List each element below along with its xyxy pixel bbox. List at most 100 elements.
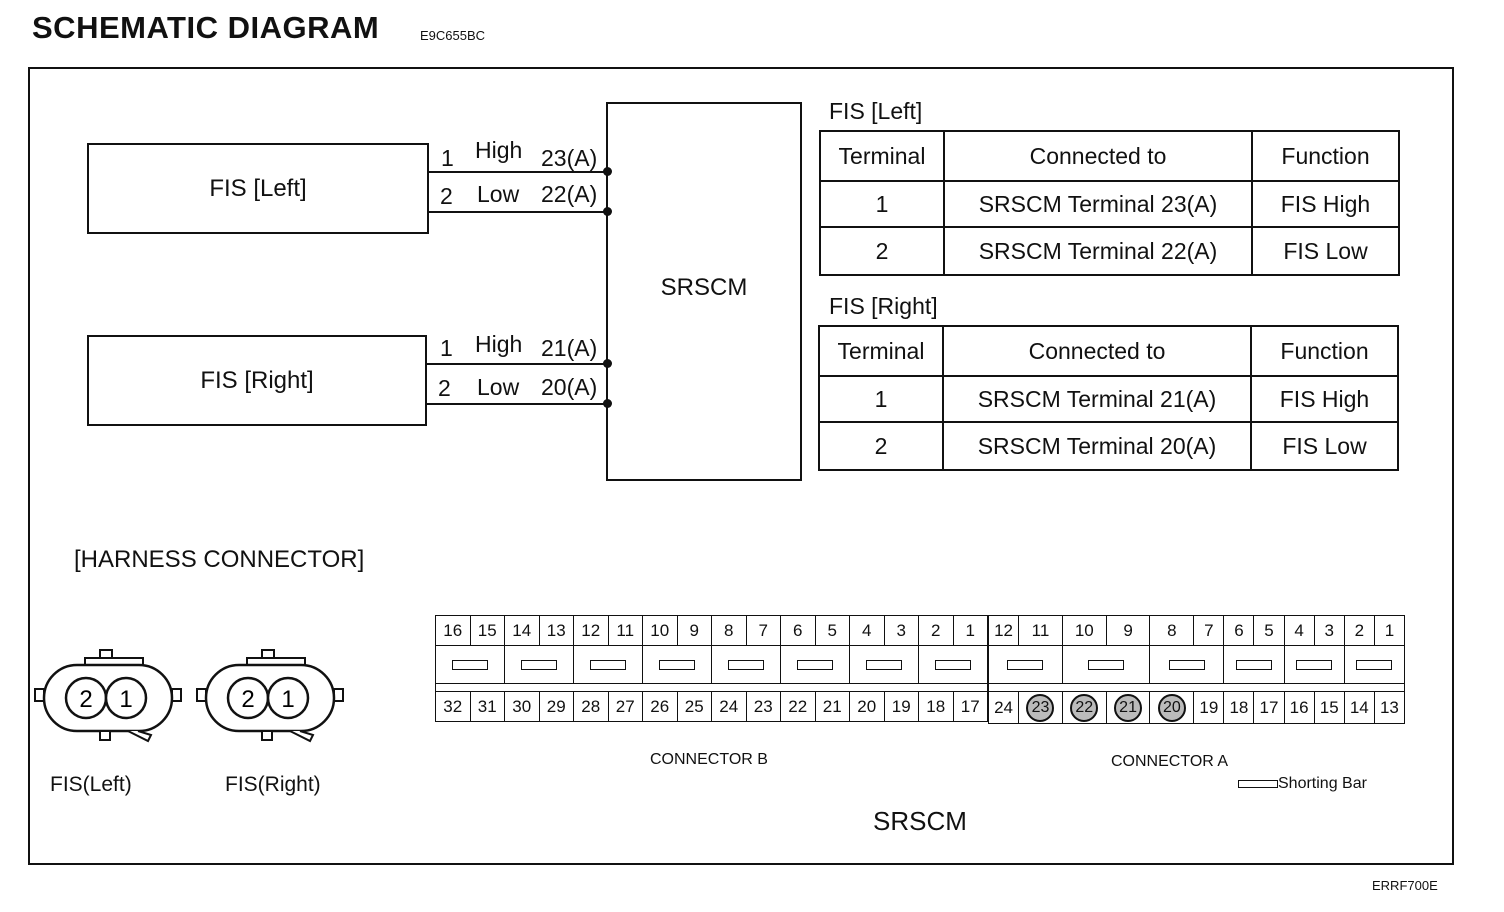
fis-right-pin-table: Terminal Connected to Function 1 SRSCM T… — [818, 325, 1399, 471]
table-cell: FIS Low — [1251, 226, 1400, 276]
pin-number: 8 — [1149, 615, 1195, 646]
fis-left-connector-icon: 2 1 — [34, 649, 182, 743]
pin-number: 3 — [883, 615, 919, 646]
table-row: 2 SRSCM Terminal 22(A) FIS Low — [819, 226, 1400, 276]
pin-number: 27 — [607, 691, 643, 722]
pin-number: 4 — [1283, 615, 1315, 646]
pin-number: 7 — [1193, 615, 1225, 646]
pin-number: 12 — [987, 615, 1020, 646]
pin-number: 17 — [1253, 691, 1285, 724]
pin-number: 13 — [538, 615, 574, 646]
pin-number: 30 — [504, 691, 540, 722]
column-header: Connected to — [942, 325, 1252, 377]
pin-number: 31 — [469, 691, 505, 722]
pin-number: 20 — [1149, 691, 1195, 724]
pin-number: 19 — [883, 691, 919, 722]
srscm-module-box: SRSCM — [606, 102, 802, 481]
harness-connector-title: [HARNESS CONNECTOR] — [74, 546, 365, 573]
pin-number: 23 — [745, 691, 781, 722]
shorting-bar-icon — [866, 660, 902, 671]
table-row: 1 SRSCM Terminal 23(A) FIS High — [819, 180, 1400, 228]
fis-left-box: FIS [Left] — [87, 143, 429, 234]
pin-number: 23 — [1018, 691, 1063, 724]
table-cell: SRSCM Terminal 23(A) — [943, 180, 1253, 228]
pin-number: 6 — [1223, 615, 1255, 646]
connector-a-label: CONNECTOR A — [1111, 753, 1229, 770]
shorting-bar-legend-text: Shorting Bar — [1278, 775, 1367, 792]
wire-left-high — [429, 171, 608, 173]
junction-dot — [603, 359, 612, 368]
pin-number: 8 — [711, 615, 747, 646]
pin-number: 2 — [918, 615, 954, 646]
diagram-frame — [28, 67, 1454, 865]
shorting-bar-icon — [1168, 660, 1205, 671]
pin-number: 20 — [849, 691, 885, 722]
table-cell: 2 — [819, 226, 945, 276]
shorting-bar-cell — [711, 645, 781, 684]
pin-number: 9 — [1105, 615, 1151, 646]
connector-pin-1: 1 — [281, 686, 294, 713]
table-row: 1 SRSCM Terminal 21(A) FIS High — [818, 375, 1399, 423]
connector-pin-2: 2 — [79, 686, 92, 713]
shorting-bar-icon — [1238, 779, 1278, 788]
table-cell: 1 — [818, 375, 944, 423]
pin-number: 25 — [676, 691, 712, 722]
page-title: SCHEMATIC DIAGRAM — [32, 10, 380, 45]
shorting-bar-icon — [1356, 660, 1393, 671]
table-cell: 1 — [819, 180, 945, 228]
fis-left-connector-label: FIS(Left) — [50, 773, 132, 796]
pin-number: 2 — [1343, 615, 1375, 646]
shorting-bar-cell — [504, 645, 574, 684]
pin-number: 24 — [987, 691, 1020, 724]
shorting-bar-cell — [780, 645, 850, 684]
pin-number: 18 — [918, 691, 954, 722]
pin-number: 10 — [1061, 615, 1107, 646]
column-header: Terminal — [818, 325, 944, 377]
pin-number: 17 — [952, 691, 988, 722]
highlighted-pin: 23 — [1026, 693, 1055, 722]
wire-terminal-label: 22(A) — [541, 181, 598, 207]
pin-number: 24 — [711, 691, 747, 722]
table-row: 2 SRSCM Terminal 20(A) FIS Low — [818, 421, 1399, 471]
srscm-module-label: SRSCM — [660, 273, 748, 301]
srscm-connector-label: SRSCM — [873, 806, 967, 836]
highlighted-pin: 22 — [1070, 693, 1099, 722]
shorting-bar-cell — [849, 645, 919, 684]
wire-pin-label: 2 — [440, 183, 453, 209]
pin-number: 13 — [1373, 691, 1406, 724]
shorting-bar-icon — [935, 660, 971, 671]
document-code: E9C655BC — [420, 28, 486, 43]
pin-number: 16 — [1283, 691, 1315, 724]
fis-right-connector-icon: 2 1 — [196, 649, 344, 743]
pin-number: 1 — [1373, 615, 1406, 646]
shorting-bar-cell — [1061, 645, 1151, 684]
shorting-bar-cell — [988, 645, 1063, 684]
connector-b-label: CONNECTOR B — [650, 751, 768, 768]
pin-number: 4 — [849, 615, 885, 646]
pin-number: 5 — [814, 615, 850, 646]
shorting-bar-cell — [1283, 645, 1345, 684]
shorting-bar-cell — [1149, 645, 1225, 684]
column-header: Terminal — [819, 130, 945, 182]
fis-right-table-title: FIS [Right] — [829, 293, 938, 319]
shorting-bar-cell — [1343, 645, 1406, 684]
shorting-bar-icon — [797, 660, 833, 671]
fis-right-connector-label: FIS(Right) — [225, 773, 321, 796]
shorting-bar-cell — [573, 645, 643, 684]
shorting-bar-icon — [1296, 660, 1333, 671]
pin-number: 1 — [952, 615, 988, 646]
pin-number: 12 — [573, 615, 609, 646]
table-cell: FIS Low — [1250, 421, 1399, 471]
table-cell: FIS High — [1251, 180, 1400, 228]
junction-dot — [603, 167, 612, 176]
shorting-bar-legend: Shorting Bar — [1238, 775, 1367, 793]
pin-number: 11 — [1018, 615, 1063, 646]
connector-pin-1: 1 — [119, 686, 132, 713]
figure-code: ERRF700E — [1372, 878, 1438, 893]
fis-left-label: FIS [Left] — [209, 174, 307, 202]
shorting-bar-icon — [728, 660, 764, 671]
highlighted-pin: 20 — [1157, 693, 1186, 722]
wire-terminal-label: 20(A) — [541, 374, 598, 400]
pin-number: 32 — [435, 691, 471, 722]
